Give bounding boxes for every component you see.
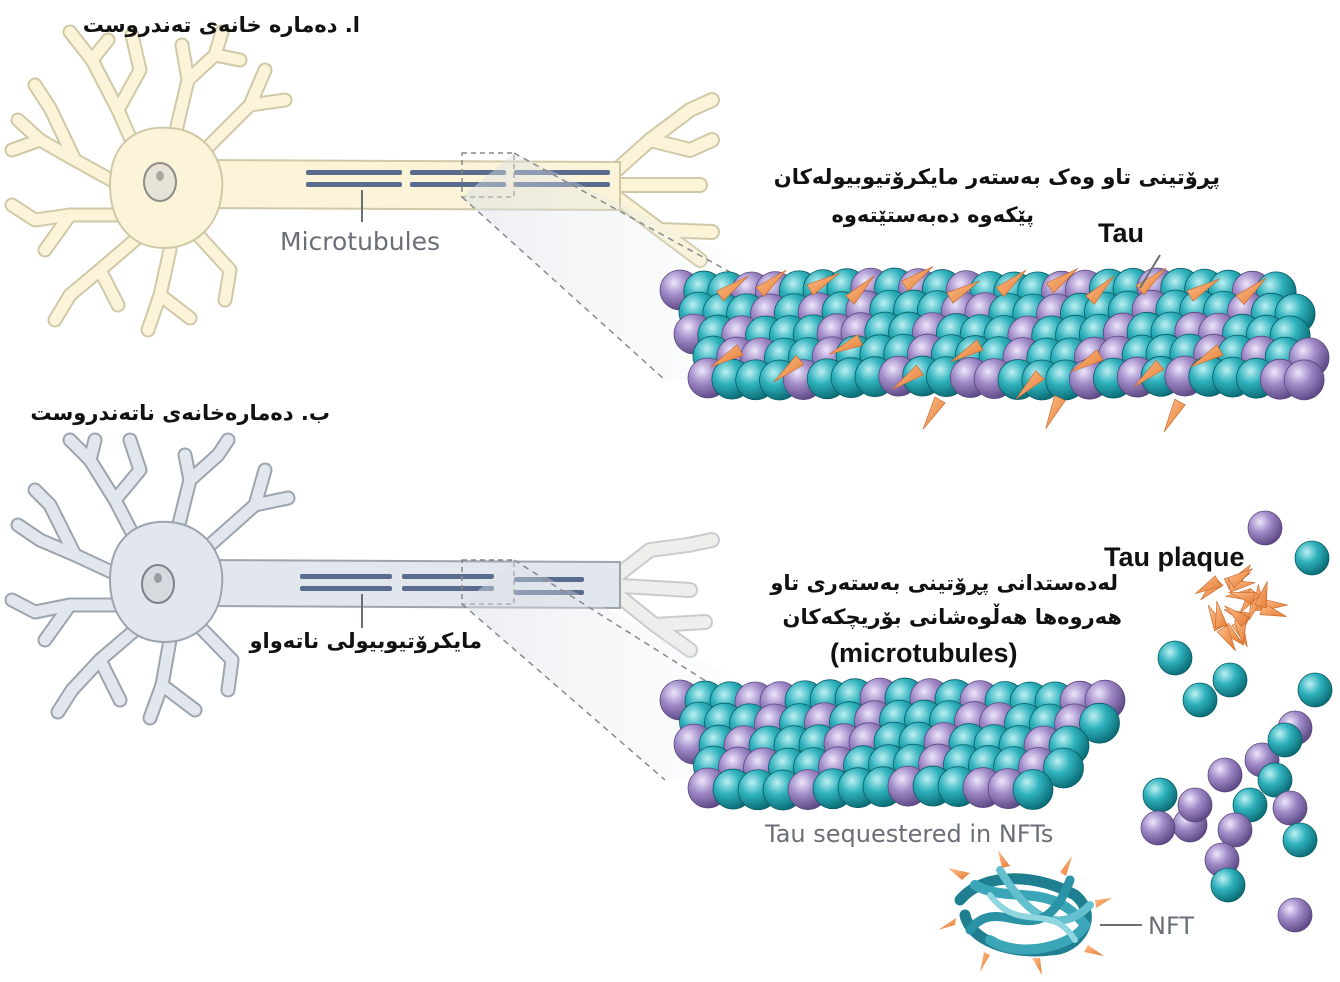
tau-plaque [1195, 565, 1288, 651]
nft-label: NFT [1148, 912, 1194, 940]
purple-tubulin-subunit [1273, 791, 1307, 825]
purple-tubulin-subunit [1218, 813, 1252, 847]
teal-tubulin-subunit [1268, 723, 1302, 757]
microtubules-label: Microtubules [280, 227, 440, 256]
healthy-nucleus [144, 163, 176, 201]
panel-a-caption-line2: پێکەوە دەبەستێتەوە [831, 203, 1034, 227]
teal-tubulin-subunit [1298, 673, 1332, 707]
diseased-nucleus [142, 565, 174, 603]
teal-tubulin-subunit [1013, 770, 1053, 810]
purple-tubulin-subunit [1141, 811, 1175, 845]
healthy-neuron [12, 32, 760, 380]
disintegrating-microtubule-cylinder [660, 678, 1125, 810]
tau-protein [1046, 395, 1066, 428]
tau-protein [1215, 601, 1227, 628]
nft-tangle [938, 850, 1142, 975]
purple-tubulin-subunit [1278, 898, 1312, 932]
damaged-microtubules-label: مایکرۆتیوبیولی ناتەواو [249, 629, 483, 653]
teal-tubulin-subunit [1283, 823, 1317, 857]
purple-tubulin-subunit [1284, 360, 1324, 400]
tau-plaque-label: Tau plaque [1104, 542, 1245, 572]
tau-protein [923, 397, 945, 429]
purple-tubulin-subunit [1178, 788, 1212, 822]
purple-tubulin-subunit [1208, 758, 1242, 792]
purple-tubulin-subunit [1248, 511, 1282, 545]
healthy-microtubule-bar [306, 182, 402, 187]
panel-a-title: ا. دەمارە خانەی تەندروست [83, 13, 360, 37]
free-tubulin-subunits [1141, 511, 1332, 932]
damaged-microtubule-bar [300, 586, 392, 591]
teal-tubulin-subunit [1213, 663, 1247, 697]
damaged-microtubule-bar [300, 574, 392, 579]
panel-b-caption-line1: لەدەستدانی پڕۆتینی بەستەری تاو [769, 571, 1118, 595]
tau-protein [1229, 592, 1256, 604]
teal-tubulin-subunit [1295, 541, 1329, 575]
teal-tubulin-subunit [1183, 683, 1217, 717]
tau-sequestered-label: Tau sequestered in NFTs [764, 820, 1053, 848]
panel-b-caption-line2: هەروەها هەڵوەشانی بۆریچکەکان [783, 603, 1122, 629]
teal-tubulin-subunit [1158, 641, 1192, 675]
panel-b-caption-line3: (microtubules) [830, 638, 1018, 668]
tau-protein [1164, 399, 1185, 432]
teal-tubulin-subunit [1143, 778, 1177, 812]
tau-label: Tau [1098, 218, 1144, 248]
diseased-neuron [12, 440, 760, 780]
healthy-microtubule-bar [306, 170, 402, 175]
panel-a-caption-line1: پڕۆتینی تاو وەک بەستەر مایکرۆتیوبیولەکان [774, 165, 1220, 189]
panel-b-title: ب. دەمارەخانەی ناتەندروست [30, 401, 330, 425]
damaged-microtubule-bar [402, 574, 494, 579]
teal-tubulin-subunit [1211, 868, 1245, 902]
